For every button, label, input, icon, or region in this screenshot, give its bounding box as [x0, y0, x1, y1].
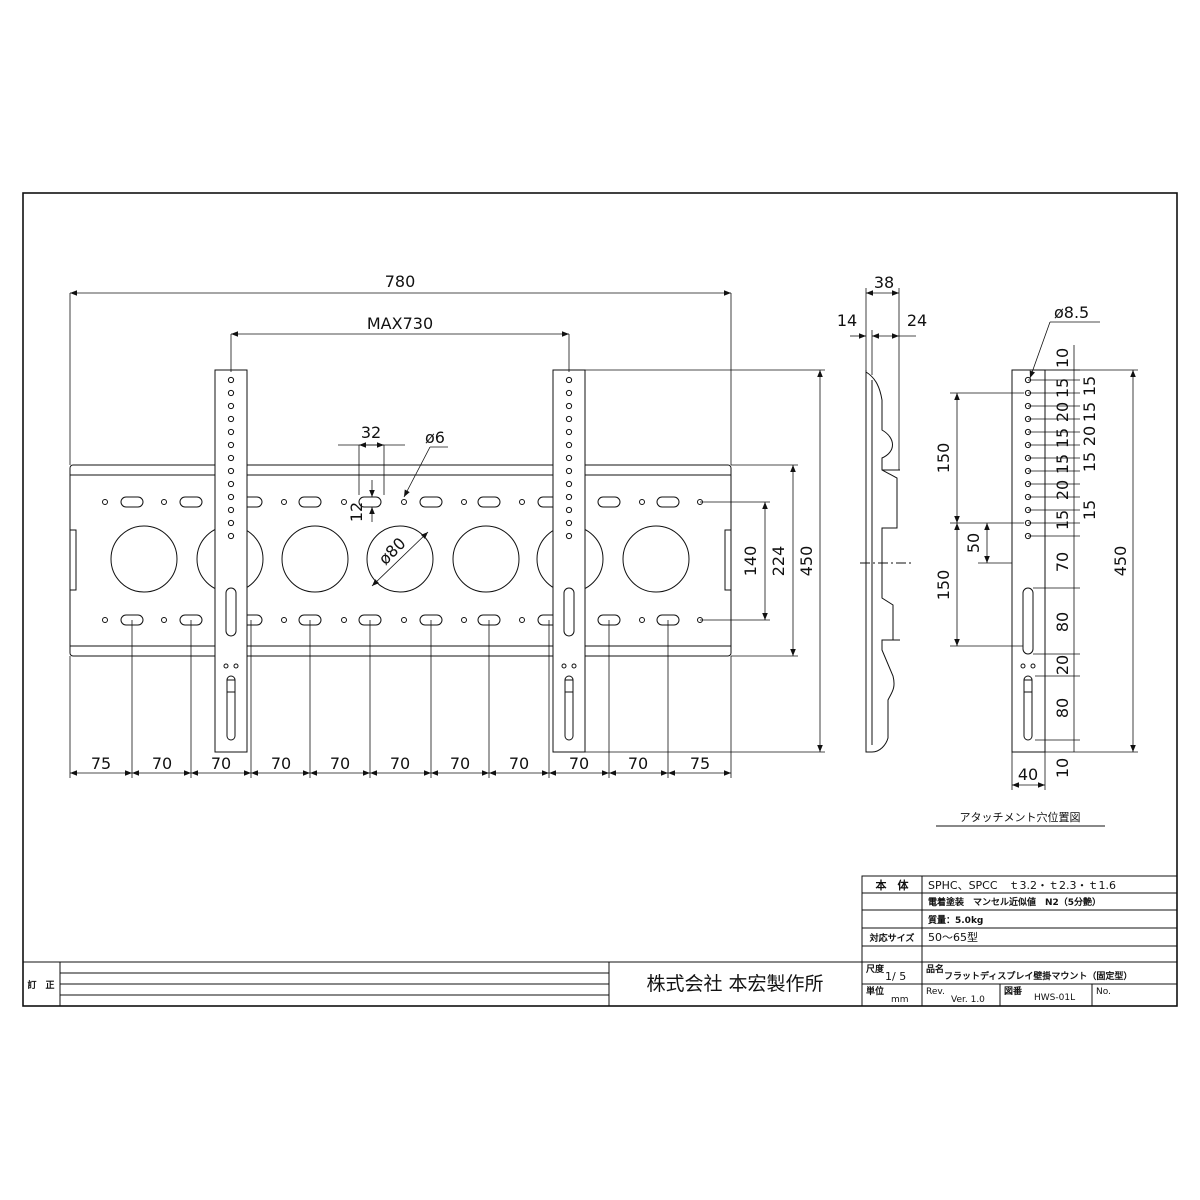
inner-spacing-2-label: 224 — [769, 546, 788, 577]
attach-dim-150-lower-label: 150 — [934, 570, 953, 601]
size-label: 対応サイズ — [869, 932, 915, 944]
drawing-border — [22, 192, 1178, 1007]
large-hole-diameter-label: ø80 — [375, 534, 410, 569]
unit-value: mm — [891, 995, 909, 1005]
material-value: SPHC、SPCC ｔ3.2・ｔ2.3・ｔ1.6 — [928, 879, 1116, 892]
slot-width-label: 32 — [361, 423, 381, 442]
finish-value: 電着塗装 マンセル近似値 N2（5分艶） — [928, 896, 1101, 908]
front-view — [69, 369, 732, 753]
drawing-label: 図番 — [1004, 985, 1023, 997]
company-name: 株式会社 本宏製作所 — [646, 973, 823, 995]
scale-label: 尺度 — [866, 963, 885, 975]
unit-label: 単位 — [866, 985, 884, 997]
bottom-slots — [120, 614, 680, 626]
pitch-label: 15 — [1080, 376, 1099, 396]
attachment-caption: アタッチメント穴位置図 — [960, 810, 1081, 824]
attach-dim-80-lower-label: 80 — [1053, 698, 1072, 718]
depth-back-label: 24 — [907, 311, 927, 330]
top-slots — [120, 496, 680, 508]
attachment-view-dimensions — [950, 321, 1138, 790]
bottom-spacing-label: 70 — [390, 754, 410, 773]
attach-top-offset-label: 10 — [1053, 348, 1072, 368]
pitch-label: 15 — [1080, 500, 1099, 520]
bottom-spacing-label: 75 — [690, 754, 710, 773]
spec-table-text: 本 体 SPHC、SPCC ｔ3.2・ｔ2.3・ｔ1.6 電着塗装 マンセル近似… — [869, 878, 1116, 944]
pitch-label: 15 — [1053, 454, 1072, 474]
attach-dim-20-label: 20 — [1053, 655, 1072, 675]
pitch-label: 15 — [1080, 402, 1099, 422]
depth-front-label: 14 — [837, 311, 857, 330]
product-value: フラットディスプレイ壁掛マウント（固定型） — [944, 970, 1132, 982]
bottom-spacing-label: 70 — [450, 754, 470, 773]
front-view-labels: 780 MAX730 32 12 ø6 ø80 140 224 450 75 7… — [91, 272, 816, 773]
pitch-label: 15 — [1080, 452, 1099, 472]
attach-dim-70-label: 70 — [1053, 552, 1072, 572]
overall-width-label: 780 — [385, 272, 416, 291]
inner-spacing-1-label: 140 — [741, 546, 760, 577]
hole-diameter-label: ø6 — [425, 428, 445, 447]
attachment-view-labels: ø8.5 10 15 15 20 15 15 20 15 15 20 15 15… — [934, 303, 1130, 827]
small-holes — [102, 499, 703, 623]
bottom-spacing-label: 70 — [569, 754, 589, 773]
attach-dim-80-upper-label: 80 — [1053, 612, 1072, 632]
material-label: 本 体 — [876, 878, 910, 892]
size-value: 50～65型 — [928, 930, 978, 944]
rev-value: Ver. 1.0 — [951, 995, 985, 1005]
right-bracket — [552, 369, 586, 753]
revision-label: 訂 正 — [27, 979, 54, 991]
bottom-spacing-label: 70 — [211, 754, 231, 773]
bottom-spacing-label: 70 — [330, 754, 350, 773]
pitch-label: 20 — [1080, 426, 1099, 446]
side-view-labels: 38 14 24 — [837, 273, 927, 330]
bottom-spacing-label: 70 — [628, 754, 648, 773]
attachment-bracket — [1011, 369, 1046, 753]
pitch-label: 15 — [1053, 378, 1072, 398]
pitch-label: 20 — [1053, 480, 1072, 500]
bottom-spacing-label: 70 — [509, 754, 529, 773]
pitch-label: 15 — [1053, 510, 1072, 530]
pitch-label: 20 — [1053, 402, 1072, 422]
max-span-label: MAX730 — [367, 314, 433, 333]
attach-width-label: 40 — [1018, 765, 1038, 784]
overall-height-label: 450 — [797, 546, 816, 577]
scale-value: 1/ 5 — [885, 970, 906, 983]
side-view-dimensions — [850, 288, 916, 470]
bottom-spacing-label: 75 — [91, 754, 111, 773]
attach-overall-height-label: 450 — [1111, 546, 1130, 577]
attach-dim-10-bottom-label: 10 — [1053, 758, 1072, 778]
weight-value: 質量：5.0kg — [928, 914, 983, 926]
title-block-text: 訂 正 株式会社 本宏製作所 尺度 1/ 5 単位 mm 品名 フラットディスプ… — [27, 963, 1132, 1005]
bottom-spacing-label: 70 — [152, 754, 172, 773]
product-label: 品名 — [926, 963, 944, 975]
side-view — [860, 370, 912, 753]
pitch-label: 15 — [1053, 428, 1072, 448]
rev-label: Rev. — [926, 987, 945, 997]
attach-dim-50-label: 50 — [964, 533, 983, 553]
attachment-view — [1011, 369, 1046, 753]
main-plate — [69, 464, 732, 657]
drawing-value: HWS-01L — [1034, 993, 1075, 1003]
bottom-spacing-label: 70 — [271, 754, 291, 773]
no-label: No. — [1096, 987, 1111, 997]
depth-total-label: 38 — [874, 273, 894, 292]
attach-hole-diameter-label: ø8.5 — [1054, 303, 1089, 322]
slot-height-label: 12 — [347, 502, 366, 522]
title-block — [23, 961, 1177, 1006]
left-bracket — [214, 369, 248, 753]
front-view-dimensions — [69, 290, 825, 778]
attach-dim-150-upper-label: 150 — [934, 443, 953, 474]
